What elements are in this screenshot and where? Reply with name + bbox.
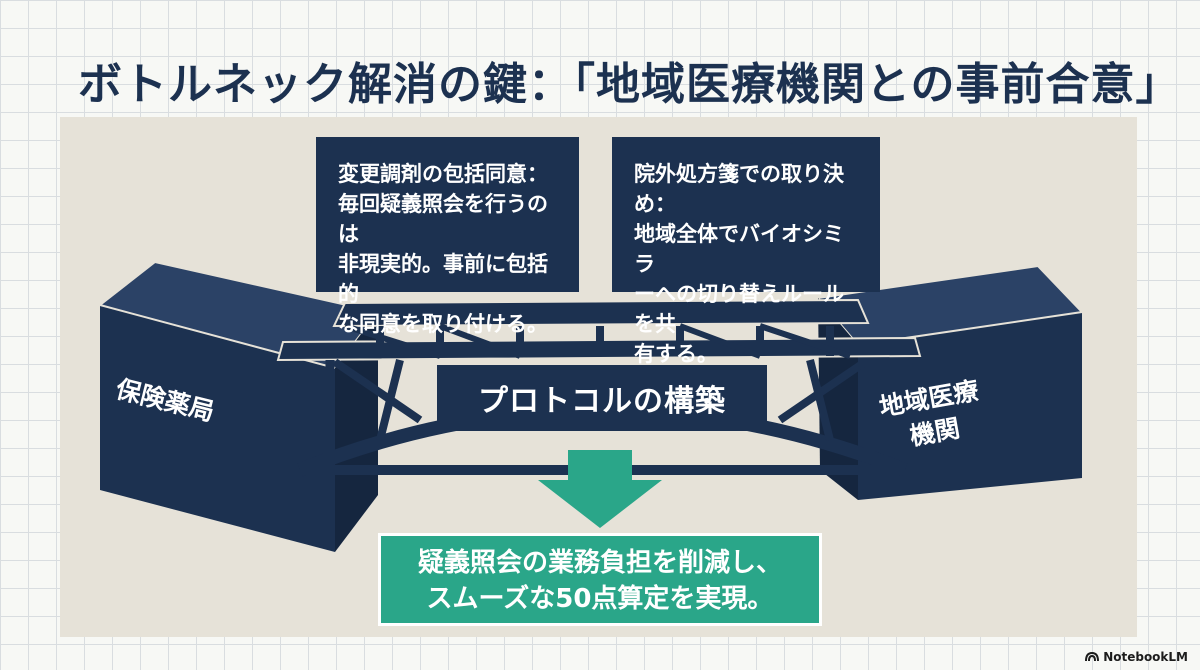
result-box: 疑義照会の業務負担を削減し、 スムーズな50点算定を実現。 xyxy=(378,533,822,626)
brand-watermark: NotebookLM xyxy=(1085,650,1188,664)
callout-outpatient-prescription: 院外処方箋での取り決め： 地域全体でバイオシミラ ーへの切り替えルールを共 有す… xyxy=(612,137,880,366)
down-arrow-icon xyxy=(538,450,662,528)
left-block-front xyxy=(100,305,335,552)
notebooklm-logo-icon xyxy=(1085,652,1100,662)
bridge-label: プロトコルの構築 xyxy=(437,365,767,431)
callout-blanket-consent: 変更調剤の包括同意： 毎回疑義照会を行うのは 非現実的。事前に包括的 な同意を取… xyxy=(316,137,579,336)
bridge-top-deck xyxy=(332,298,870,328)
slide-title: ボトルネック解消の鍵：「地域医療機関との事前合意」 xyxy=(78,59,1181,110)
right-block-front xyxy=(858,312,1082,500)
brand-name: NotebookLM xyxy=(1103,650,1188,664)
